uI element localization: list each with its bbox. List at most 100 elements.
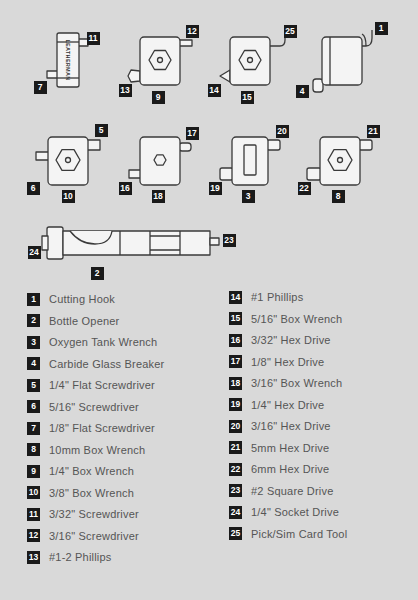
tool-name: #1-2 Phillips (49, 550, 112, 564)
tool-name: 6mm Hex Drive (251, 462, 329, 476)
callout-number: 11 (87, 32, 100, 45)
body-line (119, 231, 120, 255)
tool-name: Pick/Sim Card Tool (251, 527, 347, 541)
callout-number: 22 (298, 182, 311, 195)
callout-number: 3 (242, 190, 255, 203)
callout-number: 16 (119, 182, 132, 195)
tool-name: 10mm Box Wrench (49, 443, 145, 457)
tool-name: Oxygen Tank Wrench (49, 335, 157, 349)
callout-number: 19 (209, 182, 222, 195)
cutting-hook (362, 30, 372, 46)
hex-bit (359, 140, 372, 150)
tool-body (320, 137, 360, 185)
body-line (179, 231, 180, 255)
list-number: 11 (27, 508, 40, 521)
tool-name: 5mm Hex Drive (251, 441, 329, 455)
callout-number: 18 (152, 190, 165, 203)
list-number: 2 (27, 314, 40, 327)
list-number: 19 (229, 398, 242, 411)
list-number: 3 (27, 336, 40, 349)
tool-name: 3/16" Box Wrench (251, 376, 342, 390)
list-number: 21 (229, 441, 242, 454)
list-number: 1 (27, 293, 40, 306)
list-number: 24 (229, 506, 242, 519)
list-number: 5 (27, 379, 40, 392)
phillips-bit (128, 70, 140, 82)
tool-body (322, 37, 362, 85)
list-number: 20 (229, 420, 242, 433)
callout-number: 10 (62, 190, 75, 203)
tool-name: #1 Phillips (251, 290, 303, 304)
box-wrench (56, 150, 80, 171)
pivot (66, 158, 71, 163)
brand-mark: LEATHERMAN (65, 39, 71, 80)
list-number: 8 (27, 443, 40, 456)
callout-number: 5 (95, 124, 108, 137)
callout-number: 17 (186, 127, 199, 140)
tool-name: 5/16" Screwdriver (49, 400, 139, 414)
callout-number: 12 (186, 25, 199, 38)
pivot (158, 58, 163, 63)
socket-drive (42, 236, 48, 250)
box-wrench (154, 155, 166, 165)
hex-bit (179, 143, 191, 151)
list-number: 17 (229, 355, 242, 368)
tool-body (63, 231, 210, 255)
hex-bit (129, 170, 141, 178)
box-wrench (239, 51, 261, 70)
tool-name: 1/4" Box Wrench (49, 464, 134, 478)
list-number: 12 (27, 529, 40, 542)
list-number: 25 (229, 527, 242, 540)
callout-number: 7 (34, 81, 47, 94)
callout-number: 20 (276, 125, 289, 138)
list-number: 10 (27, 486, 40, 499)
body-line (150, 236, 180, 250)
tool-name: 5/16" Box Wrench (251, 312, 342, 326)
callout-number: 14 (208, 84, 221, 97)
list-number: 13 (27, 551, 40, 564)
callout-number: 23 (223, 234, 236, 247)
body-line (149, 231, 150, 255)
callout-number: 24 (28, 246, 41, 259)
tool-name: 1/4" Hex Drive (251, 398, 324, 412)
tool-body (140, 137, 180, 185)
callout-number: 9 (152, 91, 165, 104)
screwdriver (179, 40, 192, 46)
tool-name: Carbide Glass Breaker (49, 357, 164, 371)
tool-name: 1/4" Socket Drive (251, 505, 339, 519)
tool-name: 1/4" Flat Screwdriver (49, 378, 155, 392)
callout-number: 13 (119, 84, 132, 97)
tool-body (230, 37, 270, 85)
callout-number: 2 (91, 267, 104, 280)
list-number: 23 (229, 484, 242, 497)
flat-screwdriver (87, 140, 100, 150)
callout-number: 4 (296, 85, 309, 98)
callout-number: 15 (241, 91, 254, 104)
bottle-opener (70, 231, 112, 244)
tool-body (232, 137, 268, 185)
list-number: 4 (27, 357, 40, 370)
list-number: 18 (229, 377, 242, 390)
socket-drive (47, 227, 63, 259)
tool-name: 1/8" Hex Drive (251, 355, 324, 369)
list-number: 15 (229, 312, 242, 325)
tool-body (48, 137, 88, 185)
tool-body (140, 37, 180, 85)
callout-number: 25 (284, 25, 297, 38)
list-number: 16 (229, 334, 242, 347)
tool-name: 1/8" Flat Screwdriver (49, 421, 155, 435)
pivot (248, 58, 253, 63)
callout-number: 1 (375, 22, 388, 35)
list-number: 9 (27, 465, 40, 478)
list-number: 6 (27, 400, 40, 413)
tool-name: 3/16" Screwdriver (49, 529, 139, 543)
tool-body (57, 33, 79, 87)
list-number: 7 (27, 422, 40, 435)
box-wrench (328, 150, 352, 171)
tool-name: 3/16" Hex Drive (251, 419, 331, 433)
callout-number: 21 (367, 125, 380, 138)
tool-name: 3/32" Screwdriver (49, 507, 139, 521)
screwdriver (36, 152, 49, 160)
hex-bit (220, 168, 233, 180)
oxygen-wrench (244, 145, 256, 175)
